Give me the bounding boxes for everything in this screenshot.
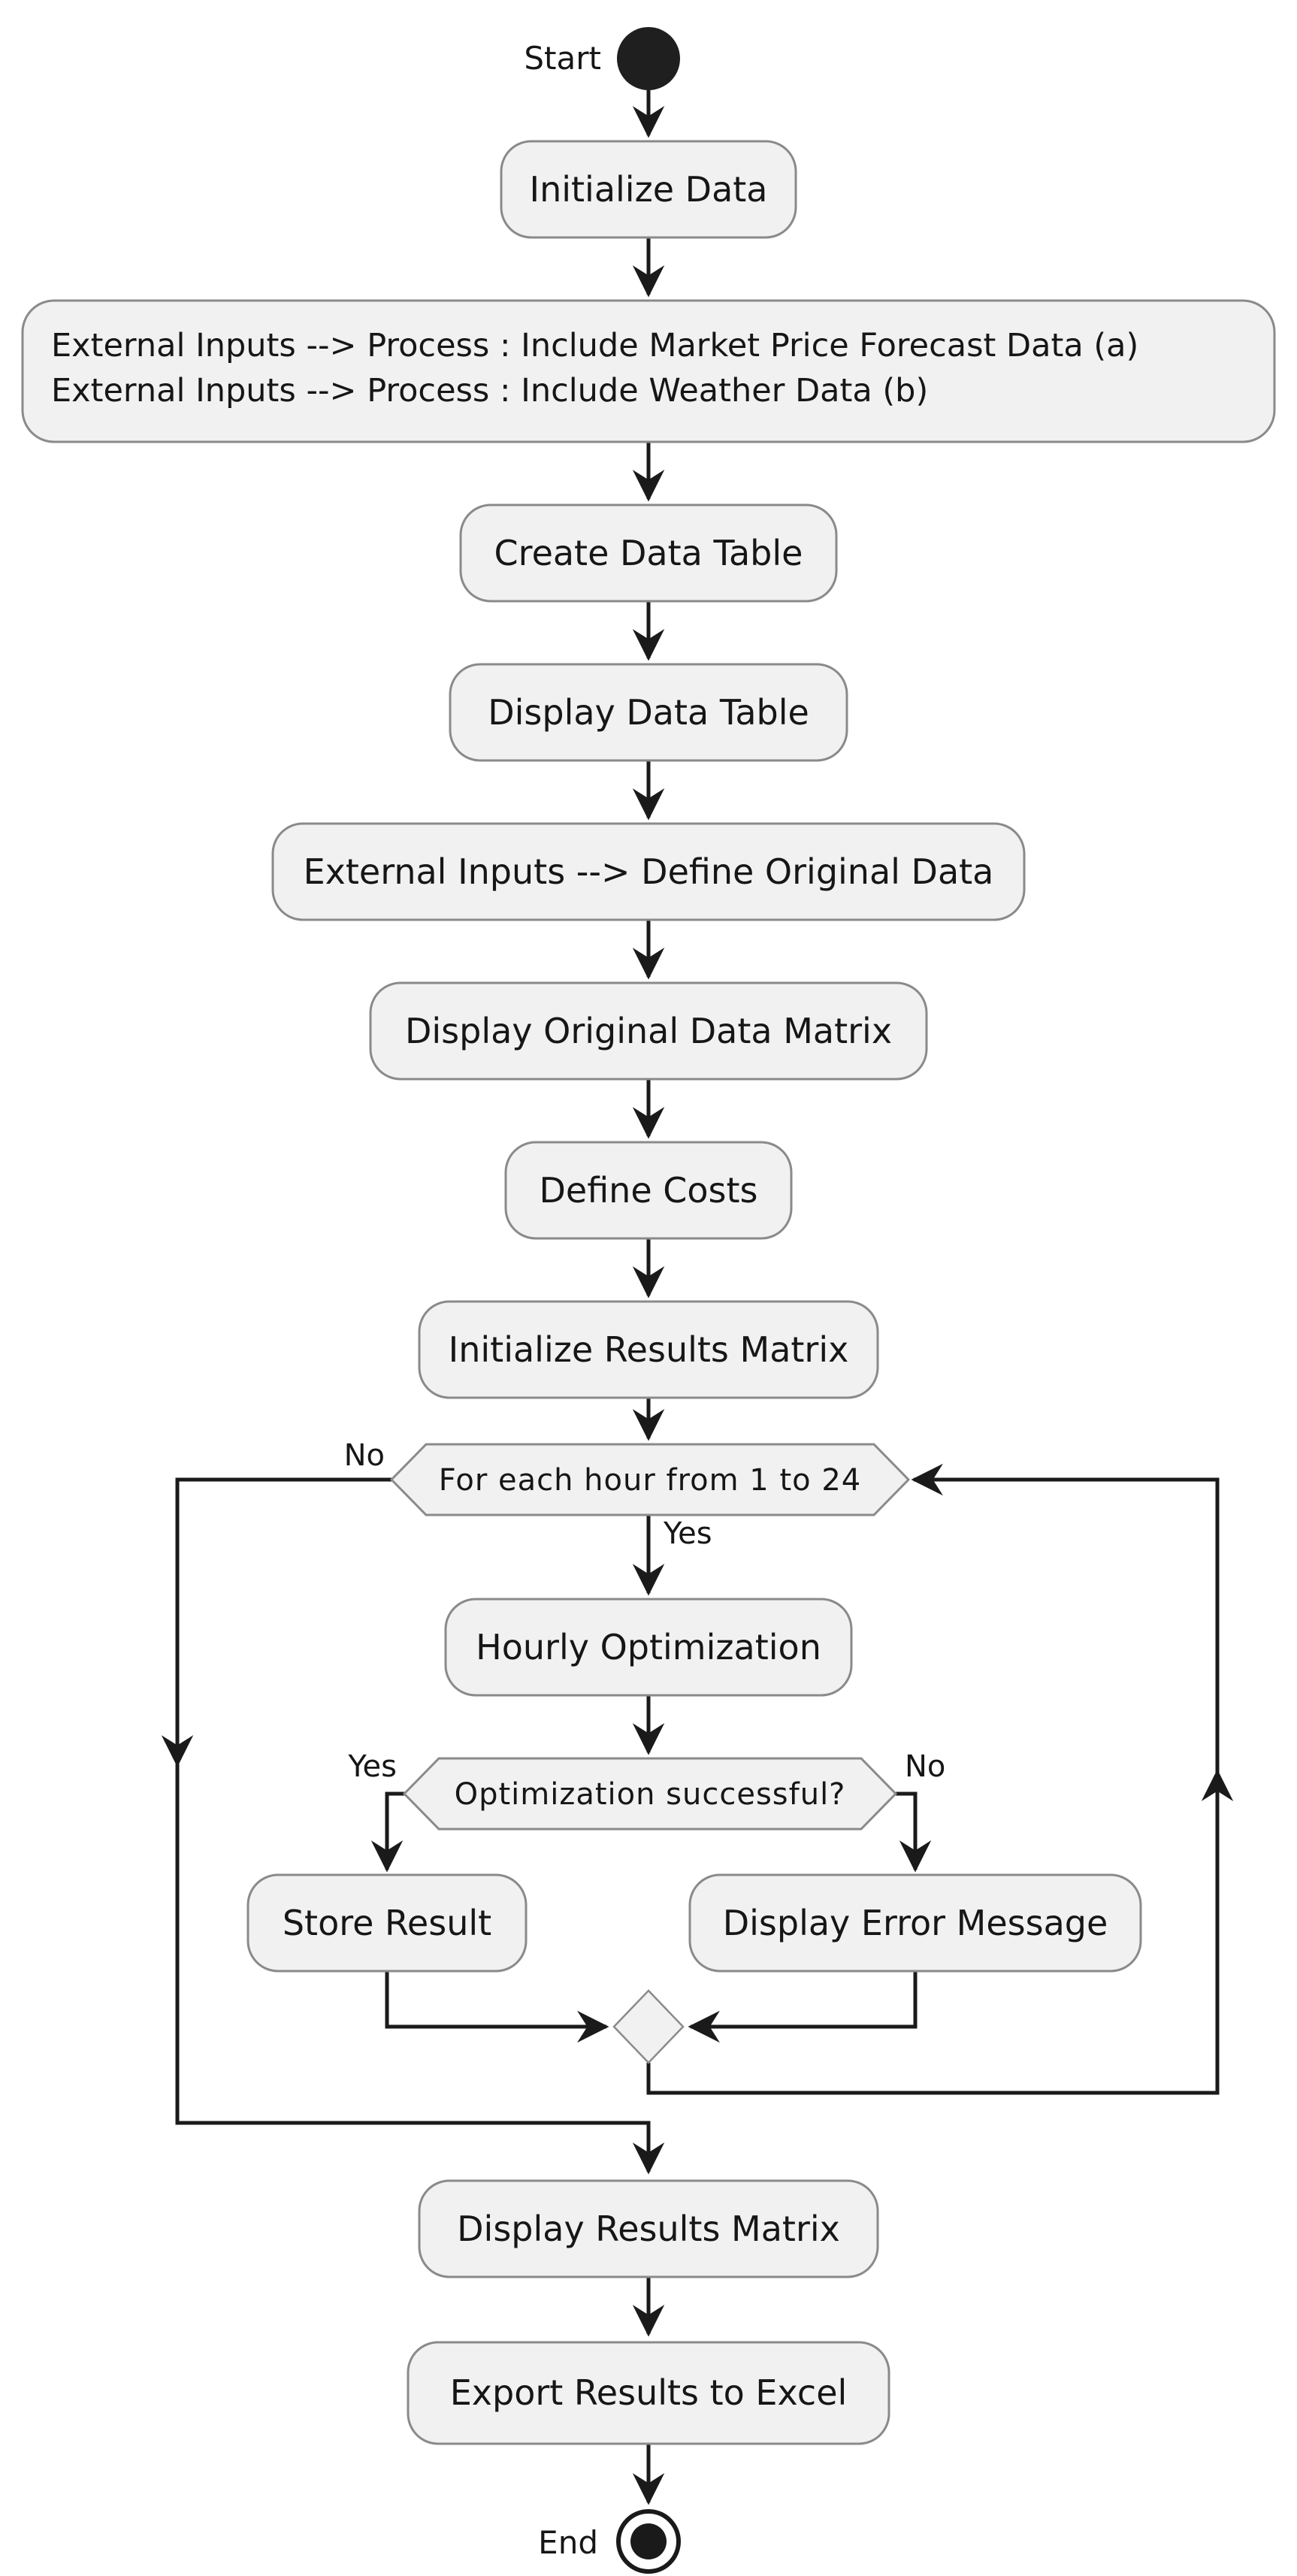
activity-label: Display Data Table	[488, 692, 809, 733]
end-circle-inner-icon	[630, 2523, 667, 2559]
activity-box	[246, 1873, 528, 1973]
activity-box	[500, 140, 797, 239]
activity-box	[369, 981, 928, 1081]
note-line-2: External Inputs --> Process : Include We…	[51, 372, 928, 410]
merge-diamond-shape	[612, 1989, 685, 2064]
activity-display-original-data-matrix: Display Original Data Matrix	[369, 981, 928, 1081]
note-line-1: External Inputs --> Process : Include Ma…	[51, 327, 1138, 364]
activity-external-inputs-note: External Inputs --> Process : Include Ma…	[21, 299, 1276, 443]
decision-loop-hours: For each hour from 1 to 24 No Yes	[344, 1438, 911, 1551]
activity-define-original-data: External Inputs --> Define Original Data	[271, 822, 1026, 921]
activity-label: Export Results to Excel	[450, 2372, 848, 2413]
loop-yes-label: Yes	[663, 1516, 712, 1551]
activity-box	[504, 1141, 793, 1240]
activity-box	[444, 1598, 853, 1697]
activity-box	[418, 2179, 879, 2278]
activity-display-data-table: Display Data Table	[449, 663, 848, 762]
edge-store-to-merge	[385, 1971, 609, 2043]
activity-initialize-results-matrix: Initialize Results Matrix	[418, 1300, 879, 1399]
edge-success-yes-to-store	[370, 1791, 404, 1873]
start-circle-icon	[617, 27, 680, 90]
activity-define-costs: Define Costs	[504, 1141, 793, 1240]
activity-box	[407, 2341, 890, 2445]
edge-error-to-merge	[688, 1971, 918, 2043]
activity-display-error-message: Display Error Message	[688, 1873, 1142, 1973]
edge-merge-loopback-to-loop	[646, 1463, 1220, 2095]
edge-loop-no-to-display-results	[175, 1477, 665, 2175]
decision-label: For each hour from 1 to 24	[439, 1463, 861, 1498]
activity-label: External Inputs --> Define Original Data	[304, 851, 994, 892]
end-node: End	[538, 2509, 681, 2574]
decision-optimization-successful: Optimization successful? Yes No	[347, 1749, 945, 1831]
activity-initialize-data: Initialize Data	[500, 140, 797, 239]
success-no-label: No	[905, 1749, 945, 1784]
activity-label: Store Result	[283, 1903, 491, 1943]
start-node: Start	[524, 27, 680, 90]
activity-box	[271, 822, 1026, 921]
note-box	[21, 299, 1276, 443]
activity-display-results-matrix: Display Results Matrix	[418, 2179, 879, 2278]
activity-create-data-table: Create Data Table	[459, 503, 838, 603]
activity-label: Initialize Results Matrix	[449, 1329, 849, 1370]
activity-label: Define Costs	[539, 1170, 757, 1211]
activity-export-results-to-excel: Export Results to Excel	[407, 2341, 890, 2445]
activity-label: Display Original Data Matrix	[405, 1011, 892, 1051]
success-yes-label: Yes	[347, 1749, 397, 1784]
edges	[161, 90, 1234, 2505]
decision-label: Optimization successful?	[455, 1777, 846, 1812]
activity-hourly-optimization: Hourly Optimization	[444, 1598, 853, 1697]
activity-store-result: Store Result	[246, 1873, 528, 1973]
edge-success-no-to-error	[896, 1791, 932, 1873]
activity-label: Hourly Optimization	[476, 1627, 821, 1667]
activity-label: Create Data Table	[494, 533, 803, 573]
decision-hexagon	[389, 1443, 911, 1516]
start-label: Start	[524, 40, 601, 77]
loop-no-label: No	[344, 1438, 385, 1473]
activity-box	[418, 1300, 879, 1399]
activity-box	[459, 503, 838, 603]
activity-label: Display Results Matrix	[457, 2209, 840, 2249]
activity-box	[449, 663, 848, 762]
activity-box	[688, 1873, 1142, 1973]
activity-label: Display Error Message	[723, 1903, 1108, 1943]
merge-diamond	[612, 1989, 685, 2064]
end-label: End	[538, 2524, 598, 2561]
activity-label: Initialize Data	[530, 169, 768, 210]
decision-hexagon	[402, 1757, 898, 1831]
